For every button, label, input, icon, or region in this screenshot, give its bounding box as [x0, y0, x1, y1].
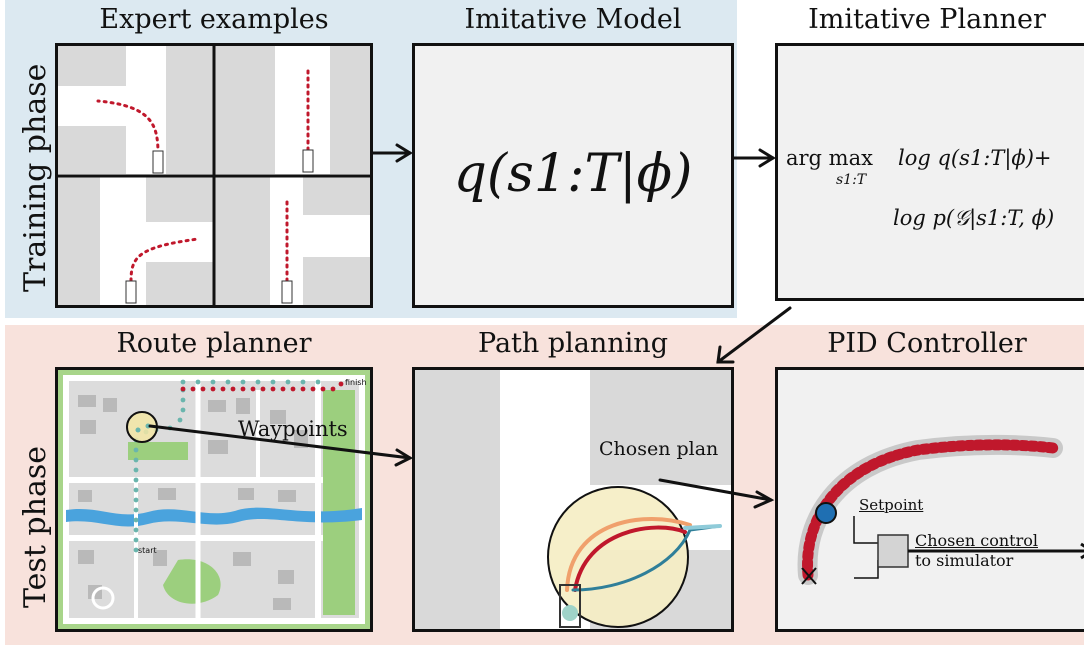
route-remaining-dots [180, 381, 344, 392]
argmax-operator: arg max [786, 146, 873, 170]
candidate-plan-lightblue [683, 524, 722, 530]
route-map-graphic [63, 375, 365, 624]
planner-objective-line1: log q(s1:T|ϕ)+ [898, 146, 1052, 170]
chosen-plan-zoom-circle [547, 486, 689, 628]
route-waypoint-dots [133, 379, 321, 553]
pid-controller-title: PID Controller [827, 328, 1027, 359]
setpoint-label: Setpoint [859, 496, 924, 514]
route-planner-map: finish start [55, 367, 373, 632]
imitative-model-title: Imitative Model [464, 4, 682, 35]
current-location-circle [126, 411, 158, 443]
expert-examples-grid [58, 46, 370, 305]
chosen-plan-red [573, 525, 687, 592]
imitative-model-formula: q(s1:T|ϕ) [453, 144, 693, 204]
candidate-plan-teal [571, 524, 722, 592]
expert-example-3 [58, 177, 213, 305]
argmax-subscript: s1:T [836, 172, 867, 188]
imitative-model-panel: q(s1:T|ϕ) [412, 43, 734, 308]
expert-example-2 [215, 46, 370, 174]
imitative-planner-panel: arg max s1:T log q(s1:T|ϕ)+ log p(𝒢|s1:T… [775, 43, 1084, 301]
pid-controller-panel: Setpoint Chosen control to simulator [775, 367, 1084, 632]
expert-examples-title: Expert examples [99, 4, 329, 35]
route-planner-title: Route planner [116, 328, 312, 359]
candidate-plan-orange [565, 517, 692, 592]
pid-controller-graphic [797, 434, 1084, 585]
setpoint-marker [815, 502, 837, 524]
expert-examples-panel [55, 43, 373, 308]
expert-example-4 [215, 177, 370, 305]
training-phase-label: Training phase [18, 63, 53, 292]
imitative-planner-title: Imitative Planner [808, 4, 1046, 35]
chosen-control-label: Chosen control [915, 531, 1038, 550]
chosen-plan-label: Chosen plan [599, 438, 719, 460]
start-label: start [138, 546, 157, 555]
controller-block [877, 534, 909, 568]
setpoint-trajectory [797, 434, 1063, 585]
waypoints-label: Waypoints [238, 417, 348, 441]
planner-objective-line2: log p(𝒢|s1:T, ϕ) [893, 206, 1055, 230]
path-planning-panel: Chosen plan [412, 367, 734, 632]
path-planning-graphic [415, 370, 731, 629]
path-planning-title: Path planning [478, 328, 668, 359]
finish-label: finish [345, 378, 367, 387]
test-phase-label: Test phase [18, 446, 53, 608]
expert-example-1 [58, 46, 213, 174]
to-simulator-label: to simulator [915, 551, 1014, 570]
ego-vehicle [559, 584, 581, 628]
